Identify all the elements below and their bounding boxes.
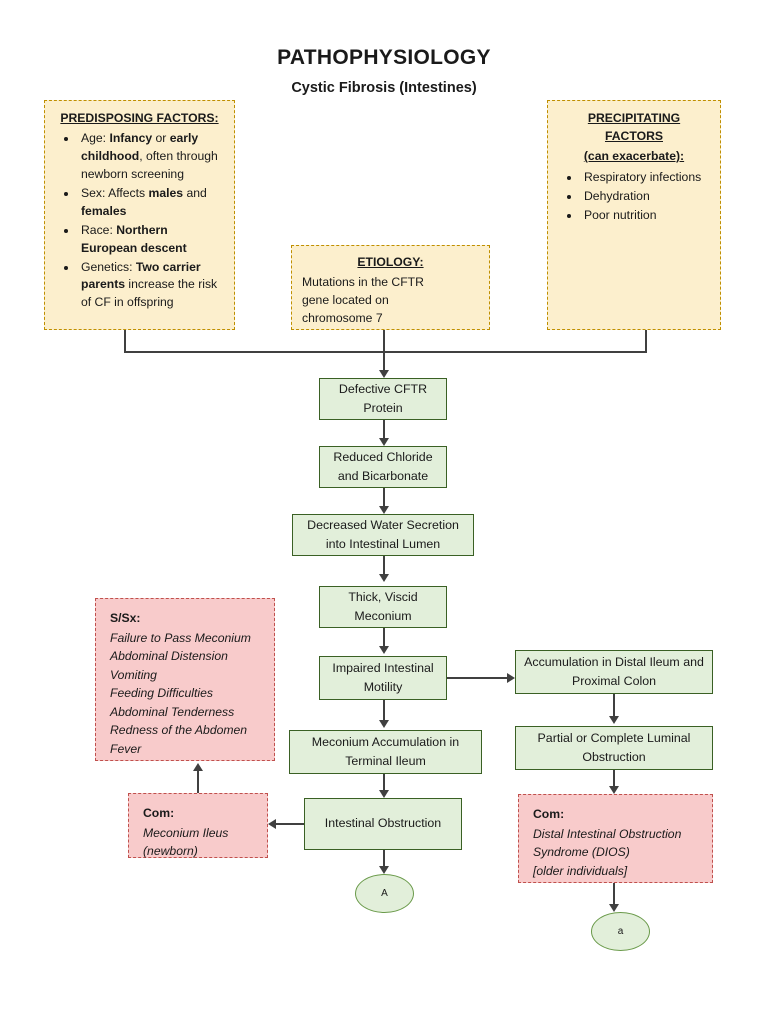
signs-symptoms-box[interactable]: S/Sx: Failure to Pass Meconium Abdominal… xyxy=(95,598,275,761)
signs-symptoms-item: Failure to Pass Meconium xyxy=(110,630,251,645)
connector-motility-to-distal-ileum xyxy=(447,677,509,679)
list-item: Age: Infancy or early childhood, often t… xyxy=(78,130,224,184)
complication-right-heading: Com: xyxy=(533,807,565,821)
connector-complication-left-to-signs xyxy=(197,769,199,793)
arrow-to-impaired-motility xyxy=(379,646,389,654)
arrow-to-complication-left xyxy=(268,819,276,829)
etiology-line: gene located on xyxy=(302,292,389,307)
connector-merge-to-defective-cftr xyxy=(383,330,385,372)
list-item: Respiratory infections xyxy=(581,169,710,187)
complication-right-item: [older individuals] xyxy=(533,863,628,878)
precipitating-factors-list: Respiratory infections Dehydration Poor … xyxy=(558,169,710,225)
etiology-line: chromosome 7 xyxy=(302,310,383,325)
node-thick-viscid-meconium[interactable]: Thick, Viscid Meconium xyxy=(319,586,447,628)
signs-symptoms-item: Redness of the Abdomen xyxy=(110,723,248,738)
connector-chloride-to-water xyxy=(383,488,385,510)
connector-obstruction-to-terminal-a xyxy=(383,850,385,872)
terminal-connector-a-upper[interactable]: A xyxy=(355,874,414,913)
arrow-to-intestinal-obstruction xyxy=(379,790,389,798)
precipitating-factors-heading-line1: PRECIPITATING FACTORS xyxy=(587,111,681,143)
connector-motility-to-accumulation xyxy=(383,700,385,724)
arrow-to-reduced-chloride xyxy=(379,438,389,446)
node-accumulation-distal-ileum[interactable]: Accumulation in Distal Ileum and Proxima… xyxy=(515,650,713,694)
complication-right-item: Distal Intestinal Obstruction xyxy=(533,826,682,841)
connector-cftr-to-chloride xyxy=(383,420,385,442)
arrow-to-terminal-a-lower xyxy=(609,904,619,912)
arrow-to-meconium-accumulation xyxy=(379,720,389,728)
terminal-connector-a-lower[interactable]: a xyxy=(591,912,650,951)
list-item: Sex: Affects males and females xyxy=(78,185,224,221)
arrow-to-decreased-water xyxy=(379,506,389,514)
node-partial-complete-luminal-obstruction[interactable]: Partial or Complete Luminal Obstruction xyxy=(515,726,713,770)
complication-dios-box[interactable]: Com: Distal Intestinal Obstruction Syndr… xyxy=(518,794,713,883)
connector-luminal-to-complication-right xyxy=(613,770,615,792)
node-impaired-intestinal-motility[interactable]: Impaired Intestinal Motility xyxy=(319,656,447,700)
node-meconium-accumulation[interactable]: Meconium Accumulation in Terminal Ileum xyxy=(289,730,482,774)
list-item: Genetics: Two carrier parents increase t… xyxy=(78,259,224,313)
signs-symptoms-item: Vomiting xyxy=(110,667,157,682)
list-item: Poor nutrition xyxy=(581,207,710,225)
arrow-to-signs-symptoms xyxy=(193,763,203,771)
predisposing-factors-heading: PREDISPOSING FACTORS: xyxy=(60,111,219,125)
node-decreased-water-secretion[interactable]: Decreased Water Secretion into Intestina… xyxy=(292,514,474,556)
list-item: Race: Northern European descent xyxy=(78,222,224,258)
connector-complication-to-terminal-a-lower xyxy=(613,883,615,909)
signs-symptoms-item: Abdominal Distension xyxy=(110,649,228,664)
connector-accumulation-to-obstruction xyxy=(383,774,385,794)
precipitating-factors-box[interactable]: PRECIPITATING FACTORS (can exacerbate): … xyxy=(547,100,721,330)
signs-symptoms-item: Fever xyxy=(110,741,142,756)
etiology-line: Mutations in the CFTR xyxy=(302,274,424,289)
arrow-to-terminal-a xyxy=(379,866,389,874)
connector-merge-bar xyxy=(124,351,647,353)
signs-symptoms-heading: S/Sx: xyxy=(110,611,141,625)
node-intestinal-obstruction[interactable]: Intestinal Obstruction xyxy=(304,798,462,850)
etiology-box[interactable]: ETIOLOGY: Mutations in the CFTR gene loc… xyxy=(291,245,490,330)
arrow-to-partial-obstruction xyxy=(609,716,619,724)
page-title: PATHOPHYSIOLOGY xyxy=(277,46,491,69)
connector-water-to-meconium xyxy=(383,556,385,580)
arrow-to-defective-cftr xyxy=(379,370,389,378)
arrow-to-complication-right xyxy=(609,786,619,794)
precipitating-factors-heading-line2: (can exacerbate): xyxy=(583,148,685,163)
complication-left-heading: Com: xyxy=(143,806,175,820)
list-item: Dehydration xyxy=(581,188,710,206)
node-reduced-chloride[interactable]: Reduced Chloride and Bicarbonate xyxy=(319,446,447,488)
complication-left-item: Meconium Ileus xyxy=(143,825,229,840)
complication-left-item: (newborn) xyxy=(143,844,198,859)
connector-precipitating-stub xyxy=(645,330,647,352)
predisposing-factors-box[interactable]: PREDISPOSING FACTORS: Age: Infancy or ea… xyxy=(44,100,235,330)
connector-distal-to-luminal xyxy=(613,694,615,720)
predisposing-factors-list: Age: Infancy or early childhood, often t… xyxy=(55,130,224,312)
connector-obstruction-to-complication-left xyxy=(276,823,304,825)
page-subtitle: Cystic Fibrosis (Intestines) xyxy=(291,80,477,96)
signs-symptoms-item: Feeding Difficulties xyxy=(110,686,213,701)
arrow-to-thick-meconium xyxy=(379,574,389,582)
etiology-heading: ETIOLOGY: xyxy=(357,255,424,269)
complication-meconium-ileus-box[interactable]: Com: Meconium Ileus (newborn) xyxy=(128,793,268,858)
signs-symptoms-item: Abdominal Tenderness xyxy=(110,704,235,719)
connector-meconium-to-motility xyxy=(383,628,385,652)
complication-right-item: Syndrome (DIOS) xyxy=(533,845,630,860)
arrow-to-accumulation-distal xyxy=(507,673,515,683)
node-defective-cftr[interactable]: Defective CFTR Protein xyxy=(319,378,447,420)
connector-predisposing-stub xyxy=(124,330,126,352)
